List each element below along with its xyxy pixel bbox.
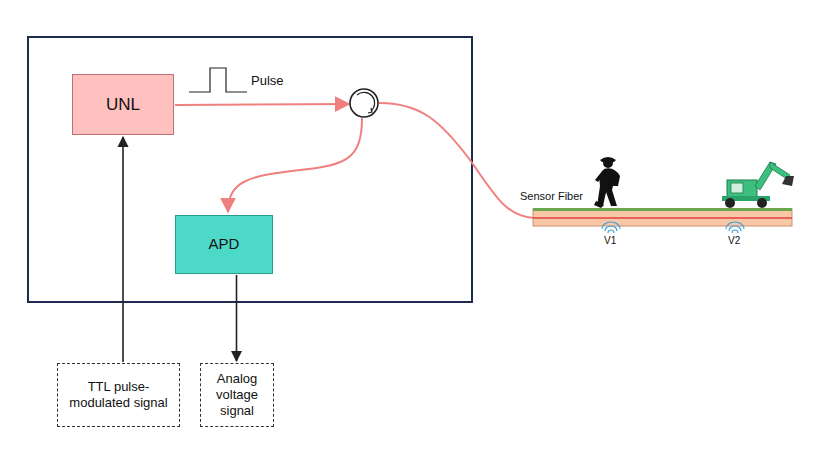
signal-box: Analog voltage signal (200, 363, 274, 427)
callout-label: V1 (604, 235, 616, 246)
node-text: APD (209, 235, 240, 254)
part-name: Sensor Fiber (520, 190, 583, 202)
node-text: TTL pulse-modulated signal (64, 379, 173, 412)
optical-path (228, 118, 362, 212)
node-text: Analog voltage signal (207, 371, 267, 420)
node-text: UNL (106, 94, 140, 115)
housing (28, 37, 472, 302)
signal-box: TTL pulse-modulated signal (57, 363, 180, 427)
callout-label: V2 (728, 235, 740, 246)
detector-box: APD (175, 215, 273, 274)
vibration-icon (602, 222, 744, 233)
signal-name: Pulse (251, 73, 284, 88)
optical-path (379, 103, 534, 218)
signal-arrow (236, 275, 238, 361)
circulator-symbol (350, 89, 378, 117)
pulse-symbol (189, 68, 247, 92)
optical-path (175, 104, 349, 105)
worker-figure (594, 157, 620, 208)
signal-arrow (122, 137, 124, 362)
excavator-figure (722, 162, 794, 208)
laser-box: UNL (72, 74, 174, 135)
sensor-fiber (533, 208, 792, 226)
